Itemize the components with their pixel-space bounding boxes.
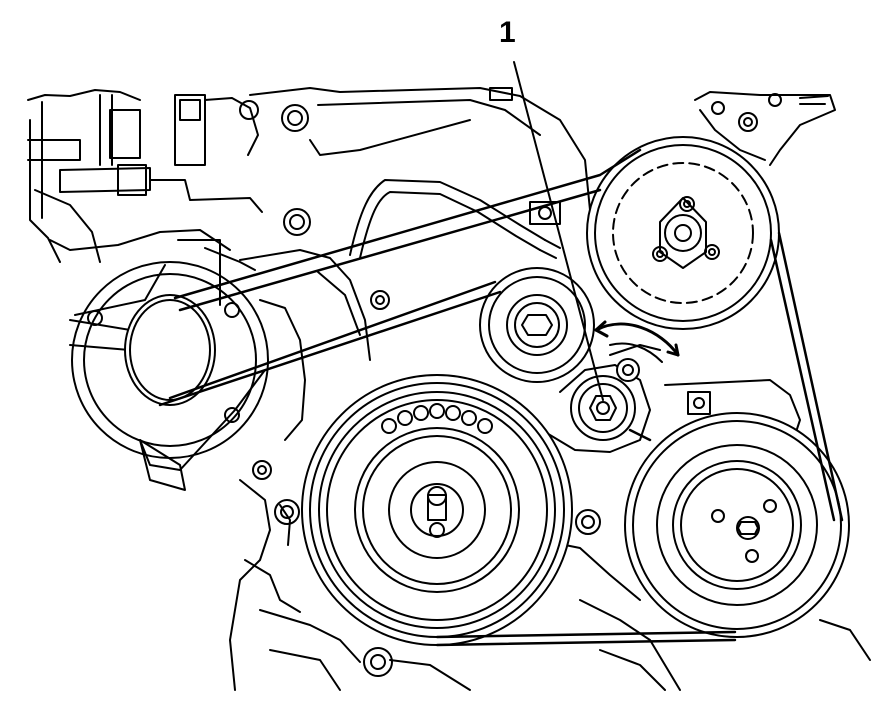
generator-assembly <box>69 239 269 491</box>
ac-compressor-pulley <box>624 379 850 638</box>
tensioner-rotation-arrow-icon <box>594 320 680 363</box>
callout-leader-line <box>513 61 604 401</box>
callout-number: 1 <box>499 16 516 49</box>
coolant-hose <box>349 179 561 259</box>
generator-pulley <box>124 294 216 406</box>
engine-block-outline <box>27 87 871 691</box>
power-steering-pump-pulley <box>586 136 780 330</box>
crankshaft-balancer <box>301 374 573 646</box>
drive-belt <box>158 148 844 647</box>
idler-pulley <box>479 267 595 383</box>
